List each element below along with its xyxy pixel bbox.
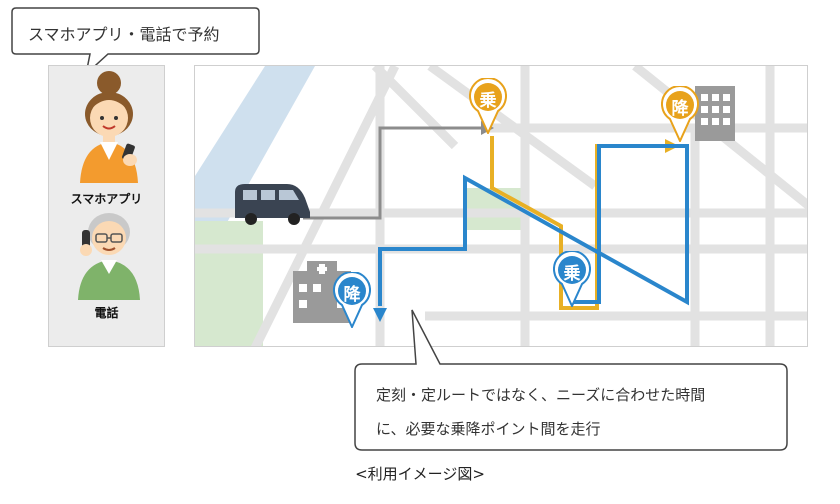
pickup-marker-glyph: 乗 — [479, 91, 497, 111]
elderly-man-with-phone-icon — [78, 213, 140, 300]
dropoff-marker-blue: 降 — [333, 271, 371, 330]
callout-line-1: 定刻・定ルートではなく、ニーズに合わせた時間 — [376, 386, 706, 404]
dropoff-marker-glyph: 降 — [343, 285, 361, 305]
dropoff-marker-glyph: 降 — [671, 99, 689, 119]
smartphone-app-label: スマホアプリ — [70, 192, 143, 206]
map-pin-icon — [553, 250, 591, 309]
woman-with-smartphone-icon — [80, 71, 138, 183]
pickup-marker-glyph: 乗 — [563, 264, 581, 284]
speech-bubble — [11, 7, 260, 77]
building-icon-right — [695, 86, 735, 141]
map-pin-icon — [333, 271, 371, 330]
park-left — [195, 221, 263, 346]
callout-line-2: に、必要な乗降ポイント間を走行 — [376, 420, 601, 438]
blue-route-line — [378, 144, 689, 306]
map-pin-icon — [661, 85, 699, 144]
minivan-icon — [235, 184, 310, 225]
gray-route-line — [303, 126, 481, 220]
description-callout — [354, 309, 788, 451]
phone-label: 電話 — [94, 306, 119, 320]
figure-caption: <利用イメージ図> — [355, 465, 485, 483]
map-pin-icon — [469, 77, 507, 136]
dropoff-marker-yellow: 降 — [661, 85, 699, 144]
blue-route-arrowhead — [373, 308, 387, 322]
pickup-marker-yellow: 乗 — [469, 77, 507, 136]
pickup-marker-blue: 乗 — [553, 250, 591, 309]
route-map-canvas — [195, 66, 807, 346]
speech-bubble-text: スマホアプリ・電話で予約 — [28, 25, 220, 44]
route-map — [194, 65, 808, 347]
